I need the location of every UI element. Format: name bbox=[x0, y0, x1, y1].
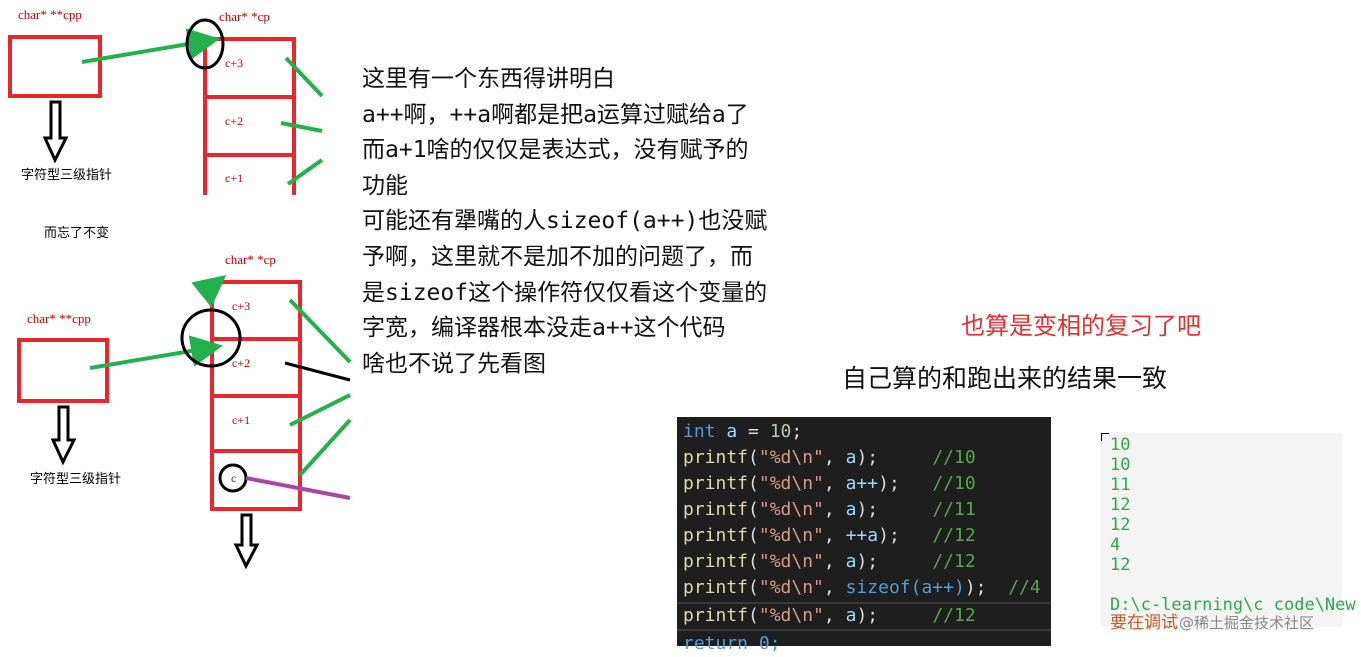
cell-label: c+3 bbox=[232, 299, 251, 313]
explanation-line: 可能还有犟嘴的人sizeof(a++)也没赋 bbox=[362, 208, 768, 235]
cpp-box bbox=[17, 338, 109, 403]
code-line: printf("%d\n", a); //11 bbox=[683, 499, 976, 520]
highlight-circle bbox=[180, 308, 242, 368]
cell-label: c+1 bbox=[232, 413, 251, 427]
highlight-circle bbox=[185, 18, 225, 70]
code-line: printf("%d\n", a); //10 bbox=[683, 447, 976, 468]
cp-label: char* *cp bbox=[225, 252, 276, 267]
explanation-line: 而a+1啥的仅仅是表达式，没有赋予的 bbox=[362, 137, 749, 164]
explanation-block: 这里有一个东西得讲明白 a++啊，++a啊都是把a运算过赋给a了 而a+1啥的仅… bbox=[362, 62, 767, 382]
diagram-note: 而忘了不变 bbox=[44, 226, 110, 241]
cpp-box bbox=[8, 35, 102, 98]
current-line-border bbox=[677, 602, 1051, 604]
down-arrow-icon bbox=[233, 513, 260, 570]
down-arrow-icon bbox=[50, 405, 77, 466]
review-note: 也算是变相的复习了吧 bbox=[961, 312, 1201, 340]
output-line: 11 bbox=[1110, 475, 1131, 495]
output-line: 12 bbox=[1110, 495, 1131, 515]
diagram-caption: 字符型三级指针 bbox=[30, 472, 122, 487]
pointer-arrow bbox=[89, 335, 223, 370]
cell-label: c+2 bbox=[232, 356, 251, 370]
pointer-arrow bbox=[191, 275, 227, 308]
output-footer: 要在调试 bbox=[1110, 613, 1178, 633]
pointer-line bbox=[298, 418, 352, 477]
down-arrow-icon bbox=[42, 100, 69, 164]
pointer-line bbox=[284, 361, 351, 382]
cell-label: c+1 bbox=[225, 171, 244, 185]
pointer-line bbox=[280, 121, 323, 133]
window-corner-icon bbox=[1101, 433, 1109, 441]
explanation-line: 是sizeof这个操作符仅仅看这个变量的 bbox=[362, 279, 768, 306]
output-line: 12 bbox=[1110, 515, 1131, 535]
cell-label: c bbox=[231, 471, 237, 485]
code-editor: int a = 10; printf("%d\n", a); //10 prin… bbox=[677, 417, 1051, 654]
code-line: printf("%d\n", a++); //10 bbox=[683, 473, 976, 494]
code-line: return 0; bbox=[683, 633, 781, 654]
output-line: 10 bbox=[1110, 455, 1131, 475]
output-line: 12 bbox=[1110, 555, 1131, 575]
code-line: printf("%d\n", sizeof(a++)); //4 bbox=[683, 577, 1041, 598]
cpp-label: char* **cpp bbox=[18, 7, 82, 22]
cpp-label: char* **cpp bbox=[27, 311, 91, 326]
pointer-line bbox=[245, 476, 351, 500]
pointer-arrows bbox=[42, 18, 352, 570]
highlight-circle bbox=[218, 463, 248, 493]
explanation-line: a++啊，++a啊都是把a运算过赋给a了 bbox=[362, 101, 749, 128]
explanation-line: 功能 bbox=[362, 172, 408, 199]
cell-c1 bbox=[203, 153, 296, 195]
explanation-line: 这里有一个东西得讲明白 bbox=[362, 66, 615, 92]
current-line-border bbox=[677, 629, 1051, 631]
output-line: 4 bbox=[1110, 535, 1121, 555]
pointer-arrow bbox=[81, 28, 220, 64]
pointer-line bbox=[286, 158, 324, 186]
cell-c bbox=[210, 449, 302, 511]
code-line: printf("%d\n", a); //12 bbox=[683, 551, 976, 572]
watermark: @稀土掘金技术社区 bbox=[1179, 614, 1315, 632]
cell-label: c+2 bbox=[225, 114, 244, 128]
explanation-line: 予啊，这里就不是加不加的问题了，而 bbox=[362, 243, 753, 270]
output-path: D:\c-learning\c code\New bbox=[1110, 595, 1356, 615]
diagram-caption: 字符型三级指针 bbox=[21, 168, 113, 183]
code-line: int a = 10; bbox=[683, 421, 803, 442]
result-note: 自己算的和跑出来的结果一致 bbox=[842, 364, 1168, 393]
pointer-line bbox=[288, 298, 352, 364]
cp-label: char* *cp bbox=[219, 9, 270, 24]
console-output: 10 10 11 12 12 4 12 D:\c-learning\c code… bbox=[1101, 433, 1356, 633]
output-line: 10 bbox=[1110, 435, 1131, 455]
explanation-line: 啥也不说了先看图 bbox=[362, 350, 546, 377]
pointer-line bbox=[289, 393, 351, 427]
explanation-line: 字宽，编译器根本没走a++这个代码 bbox=[362, 315, 726, 342]
pointer-line bbox=[284, 56, 324, 98]
code-line: printf("%d\n", ++a); //12 bbox=[683, 525, 976, 546]
cell-label: c+3 bbox=[225, 56, 244, 70]
code-line: printf("%d\n", a); //12 bbox=[683, 605, 976, 626]
